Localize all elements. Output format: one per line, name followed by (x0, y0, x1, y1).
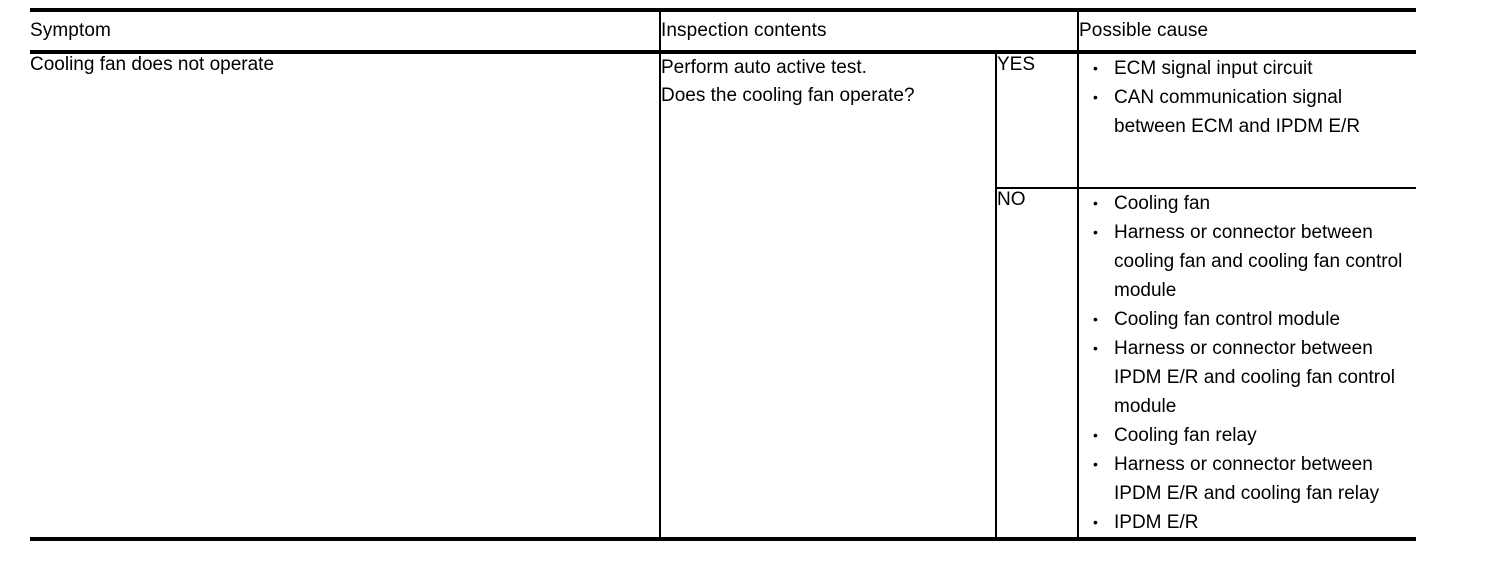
header-possible-cause: Possible cause (1077, 8, 1416, 54)
list-item: Cooling fan control module (1079, 305, 1416, 334)
list-item: ECM signal input circuit (1079, 54, 1416, 83)
table-body: Cooling fan does not operate Perform aut… (30, 52, 1416, 541)
list-item: Harness or connector between cooling fan… (1079, 218, 1416, 305)
header-symptom: Symptom (30, 8, 660, 54)
table-header: Symptom Inspection contents Possible cau… (30, 8, 1416, 54)
list-item: IPDM E/R (1079, 508, 1416, 537)
symptom-diagnosis-table: Symptom Inspection contents Possible cau… (30, 8, 1416, 541)
cause-list-yes: ECM signal input circuit CAN communicati… (1079, 54, 1416, 141)
cell-symptom: Cooling fan does not operate (30, 52, 660, 541)
header-row: Symptom Inspection contents Possible cau… (30, 8, 1416, 54)
list-item: CAN communication signal between ECM and… (1079, 83, 1416, 141)
list-item: Harness or connector between IPDM E/R an… (1079, 450, 1416, 508)
list-item: Harness or connector between IPDM E/R an… (1079, 334, 1416, 421)
cause-list-no: Cooling fan Harness or connector between… (1079, 189, 1416, 537)
list-item: Cooling fan relay (1079, 421, 1416, 450)
cell-answer-yes: YES (996, 52, 1079, 189)
header-inspection-contents: Inspection contents (659, 8, 1078, 54)
list-item: Cooling fan (1079, 189, 1416, 218)
cell-causes-yes: ECM signal input circuit CAN communicati… (1078, 52, 1416, 189)
table-row: Cooling fan does not operate Perform aut… (30, 52, 1416, 541)
cell-inspection-contents: Perform auto active test. Does the cooli… (659, 52, 997, 541)
inspection-line: Does the cooling fan operate? (661, 85, 915, 106)
cell-causes-no: Cooling fan Harness or connector between… (1078, 188, 1416, 541)
inspection-line: Perform auto active test. (661, 57, 867, 78)
cell-answer-no: NO (996, 188, 1079, 541)
table-row: NO Cooling fan Harness or connector betw… (30, 188, 1416, 541)
